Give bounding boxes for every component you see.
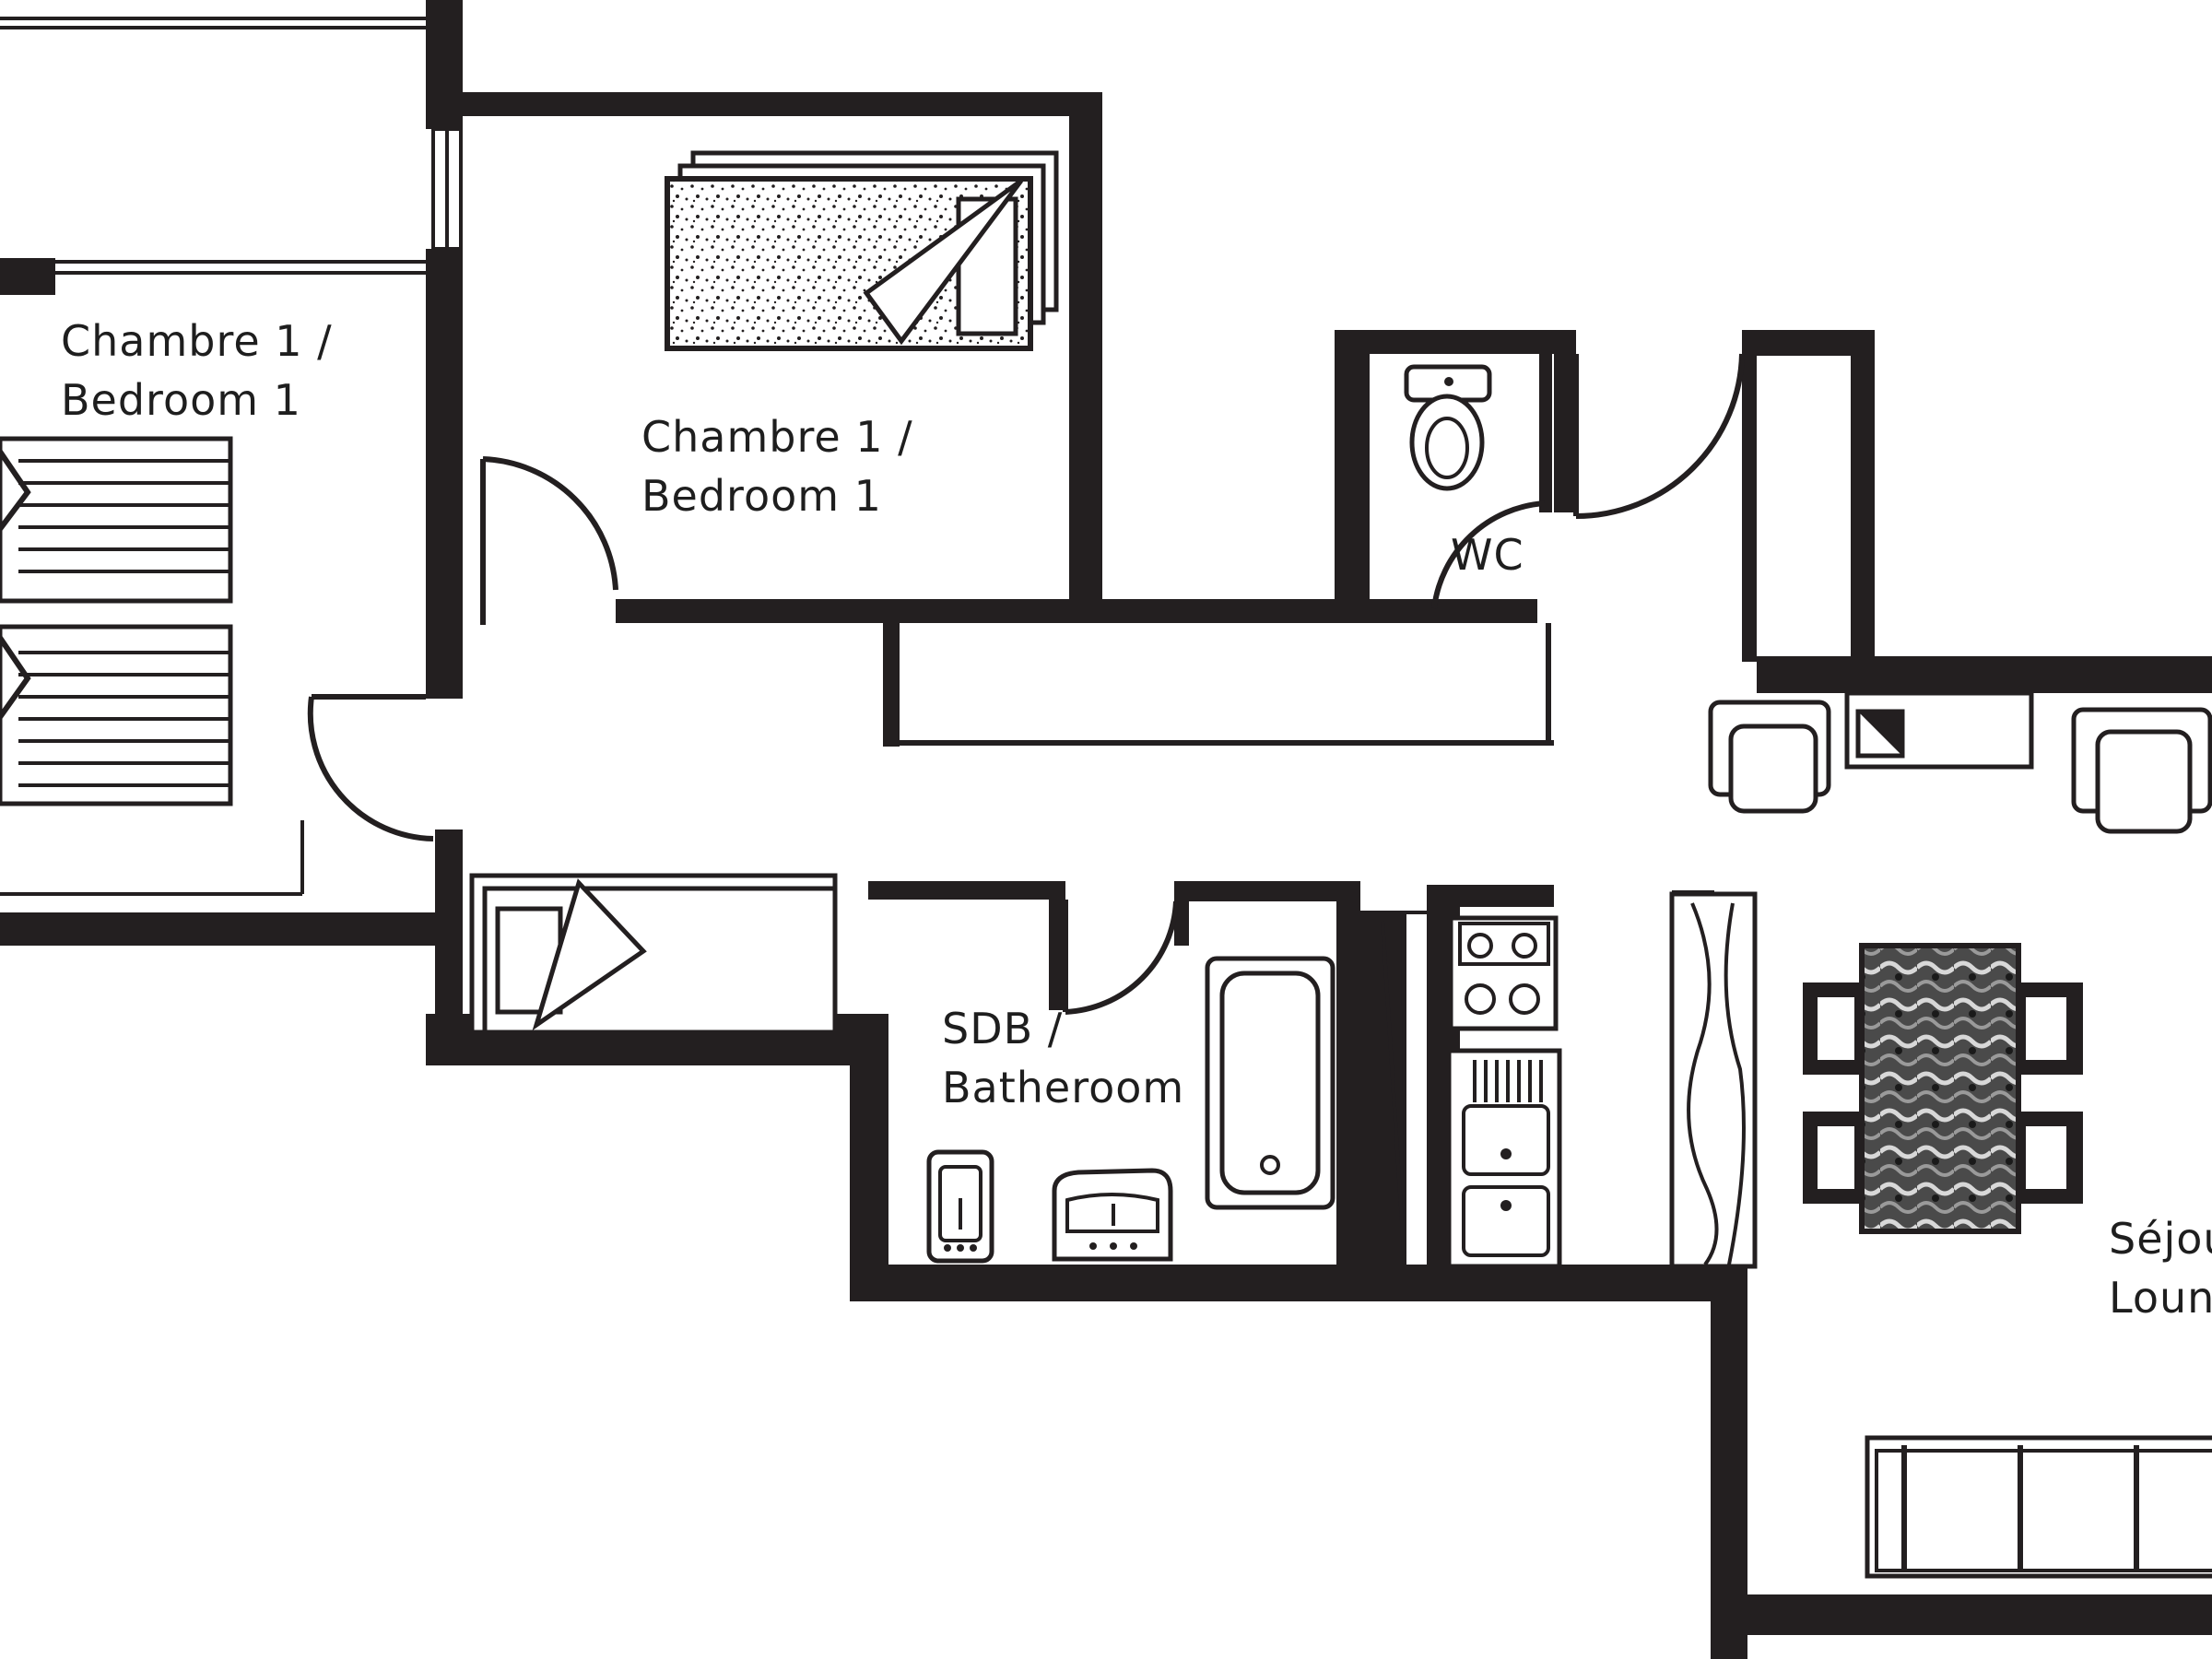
label-wc: WC (1451, 525, 1524, 584)
label-bedroom-center: Chambre 1 / Bedroom 1 (641, 407, 923, 553)
kitchen-sink (1446, 1048, 1562, 1269)
toilet (1404, 364, 1492, 491)
label-bathroom: SDB / Batheroom (942, 999, 1184, 1117)
kitchen-hob (1448, 915, 1559, 1031)
label-bedroom-center-line1: Chambre 1 / (641, 412, 913, 462)
label-bedroom-left-line2: Bedroom 1 (61, 375, 301, 425)
bathtub (1205, 956, 1335, 1210)
wardrobe-left (0, 436, 233, 806)
bed-lower (469, 873, 838, 1035)
label-lounge-line1: Séjou (2109, 1214, 2212, 1264)
label-bathroom-line1: SDB / (942, 1004, 1064, 1053)
label-bedroom-left: Chambre 1 / Bedroom 1 (61, 312, 333, 429)
dining-table (1803, 943, 2083, 1234)
label-bedroom-center-line2: Bedroom 1 (641, 471, 882, 521)
label-wc-text: WC (1451, 530, 1524, 580)
label-bathroom-line2: Batheroom (942, 1063, 1185, 1112)
label-lounge-line2: Loung (2109, 1273, 2212, 1323)
armchairs (1708, 700, 2212, 834)
water-heater (926, 1149, 994, 1264)
label-lounge: Séjou Loung (2109, 1209, 2212, 1327)
bathroom-sink (1052, 1168, 1173, 1262)
wardrobe-right (1669, 891, 1758, 1269)
label-bedroom-left-line1: Chambre 1 / (61, 316, 333, 366)
bed-center (665, 150, 1059, 351)
side-table (1844, 690, 2034, 770)
fridge-tall (1362, 921, 1406, 1265)
sofa (1865, 1435, 2212, 1579)
doors (307, 353, 1745, 1015)
